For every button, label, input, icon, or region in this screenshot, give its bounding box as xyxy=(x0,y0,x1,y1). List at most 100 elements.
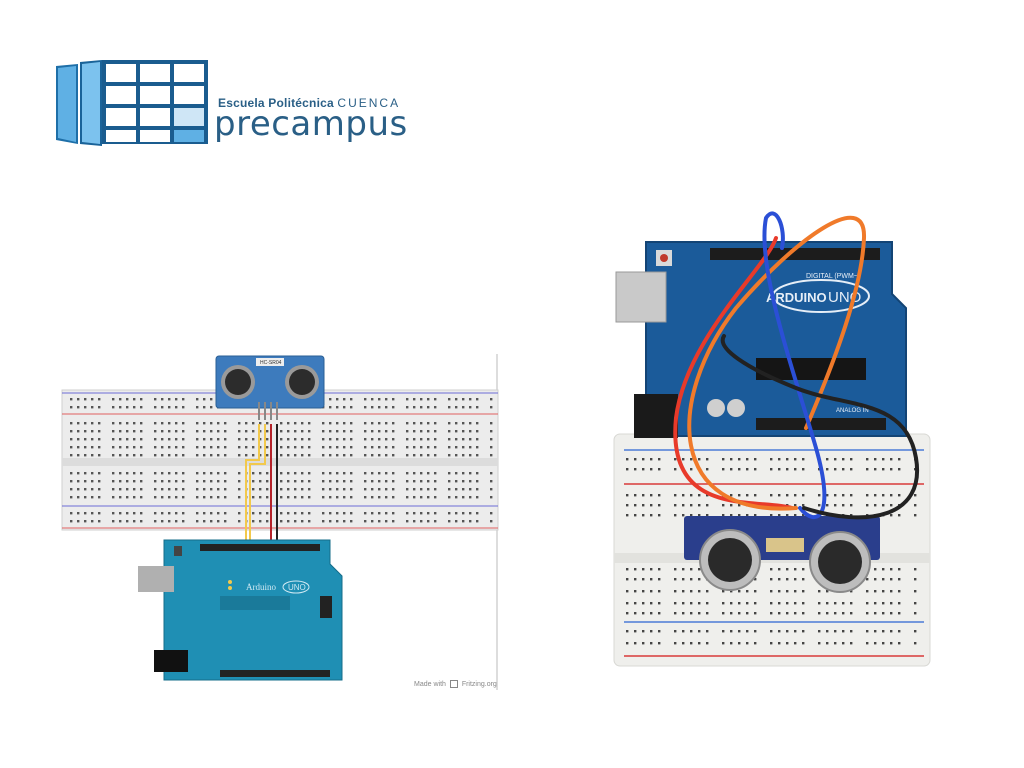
breadboard-hole xyxy=(746,468,749,471)
breadboard-hole xyxy=(140,512,143,515)
breadboard-hole xyxy=(196,406,199,409)
breadboard-hole xyxy=(462,446,465,449)
breadboard-hole xyxy=(722,590,725,593)
breadboard-hole xyxy=(196,446,199,449)
breadboard-hole xyxy=(336,520,339,523)
breadboard-hole xyxy=(722,630,725,633)
breadboard-hole xyxy=(634,590,637,593)
breadboard-hole xyxy=(674,458,677,461)
breadboard-hole xyxy=(674,468,677,471)
breadboard-hole xyxy=(406,438,409,441)
breadboard-hole xyxy=(690,568,693,571)
breadboard-hole xyxy=(455,520,458,523)
breadboard-hole xyxy=(434,430,437,433)
breadboard-hole xyxy=(490,438,493,441)
breadboard-hole xyxy=(210,496,213,499)
breadboard-hole xyxy=(91,430,94,433)
breadboard-hole xyxy=(161,488,164,491)
breadboard-hole xyxy=(890,602,893,605)
breadboard-hole xyxy=(842,458,845,461)
breadboard-hole xyxy=(224,488,227,491)
breadboard-hole xyxy=(77,438,80,441)
breadboard-hole xyxy=(252,422,255,425)
breadboard-hole xyxy=(385,438,388,441)
breadboard-hole xyxy=(882,468,885,471)
breadboard-hole xyxy=(140,488,143,491)
breadboard-hole xyxy=(287,496,290,499)
breadboard-hole xyxy=(196,480,199,483)
breadboard-hole xyxy=(119,472,122,475)
breadboard-hole xyxy=(217,480,220,483)
breadboard-hole xyxy=(294,512,297,515)
breadboard-hole xyxy=(259,454,262,457)
breadboard-hole xyxy=(280,430,283,433)
breadboard-hole xyxy=(140,398,143,401)
breadboard-hole xyxy=(462,472,465,475)
breadboard-hole xyxy=(217,488,220,491)
breadboard-hole xyxy=(462,488,465,491)
breadboard-hole xyxy=(770,612,773,615)
breadboard-hole xyxy=(786,612,789,615)
breadboard-hole xyxy=(874,630,877,633)
breadboard-hole xyxy=(392,454,395,457)
breadboard-hole xyxy=(77,422,80,425)
breadboard-hole xyxy=(210,430,213,433)
breadboard-hole xyxy=(175,446,178,449)
breadboard-hole xyxy=(133,520,136,523)
breadboard-hole xyxy=(413,406,416,409)
breadboard-hole xyxy=(898,590,901,593)
breadboard-hole xyxy=(634,612,637,615)
breadboard-hole xyxy=(674,602,677,605)
breadboard-hole xyxy=(420,454,423,457)
breadboard-hole xyxy=(476,520,479,523)
breadboard-hole xyxy=(794,602,797,605)
breadboard-hole xyxy=(434,446,437,449)
breadboard-hole xyxy=(690,494,693,497)
breadboard-hole xyxy=(343,488,346,491)
breadboard-hole xyxy=(322,512,325,515)
breadboard-hole xyxy=(168,398,171,401)
breadboard-hole xyxy=(203,430,206,433)
breadboard-hole xyxy=(448,480,451,483)
breadboard-hole xyxy=(203,454,206,457)
breadboard-hole xyxy=(385,422,388,425)
breadboard-hole xyxy=(196,520,199,523)
breadboard-hole xyxy=(778,468,781,471)
breadboard-hole xyxy=(770,602,773,605)
breadboard-hole xyxy=(266,438,269,441)
breadboard-hole xyxy=(364,422,367,425)
breadboard-hole xyxy=(874,568,877,571)
breadboard-hole xyxy=(350,512,353,515)
breadboard-hole xyxy=(455,454,458,457)
breadboard-hole xyxy=(413,512,416,515)
breadboard-hole xyxy=(210,446,213,449)
breadboard-hole xyxy=(84,430,87,433)
breadboard-hole xyxy=(634,458,637,461)
breadboard-hole xyxy=(490,472,493,475)
breadboard-hole xyxy=(378,454,381,457)
breadboard-hole xyxy=(294,430,297,433)
breadboard-hole xyxy=(203,496,206,499)
breadboard-hole xyxy=(448,488,451,491)
breadboard-hole xyxy=(658,568,661,571)
breadboard-hole xyxy=(77,496,80,499)
breadboard-hole xyxy=(168,496,171,499)
breadboard-hole xyxy=(70,496,73,499)
breadboard-hole xyxy=(490,520,493,523)
breadboard-hole xyxy=(210,480,213,483)
breadboard-hole xyxy=(476,430,479,433)
breadboard-hole xyxy=(834,630,837,633)
logo-subtitle: Escuela Politécnica CUENCA xyxy=(218,96,400,110)
breadboard-hole xyxy=(252,446,255,449)
breadboard-hole xyxy=(794,458,797,461)
breadboard-hole xyxy=(322,496,325,499)
breadboard-hole xyxy=(746,630,749,633)
breadboard-hole xyxy=(168,454,171,457)
breadboard-hole xyxy=(746,642,749,645)
breadboard-hole xyxy=(119,422,122,425)
breadboard-hole xyxy=(336,398,339,401)
breadboard-hole xyxy=(98,422,101,425)
breadboard-hole xyxy=(294,446,297,449)
breadboard-hole xyxy=(119,438,122,441)
breadboard-hole xyxy=(301,446,304,449)
